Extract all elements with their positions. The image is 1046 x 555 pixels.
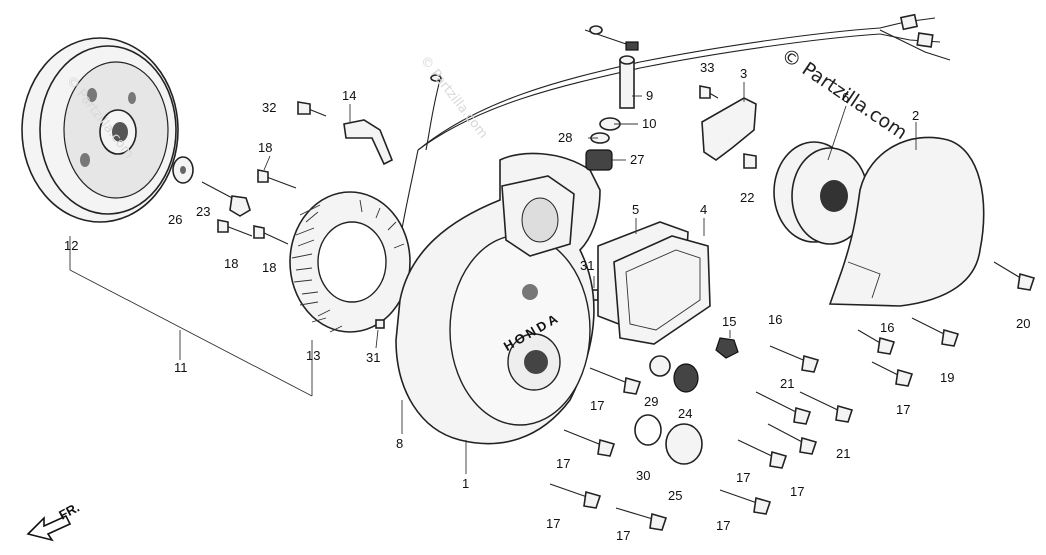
callout-17: 17 <box>616 528 630 543</box>
callout-26: 26 <box>168 212 182 227</box>
callout-21: 21 <box>780 376 794 391</box>
callout-1: 1 <box>462 476 469 491</box>
front-direction-arrow: FR. <box>26 500 82 542</box>
callout-31: 31 <box>580 258 594 273</box>
wire-clamp <box>343 119 394 166</box>
o-ring <box>649 355 671 377</box>
callout-13: 13 <box>306 348 320 363</box>
callout-32: 32 <box>262 100 276 115</box>
callout-18: 18 <box>262 260 276 275</box>
callout-17: 17 <box>736 470 750 485</box>
callout-18: 18 <box>224 256 238 271</box>
bracket <box>701 97 757 161</box>
callout-6: 6 <box>842 90 849 105</box>
callout-9: 9 <box>646 88 653 103</box>
callout-28: 28 <box>558 130 572 145</box>
callout-12: 12 <box>64 238 78 253</box>
callout-23: 23 <box>196 204 210 219</box>
callout-24: 24 <box>678 406 692 421</box>
callout-30: 30 <box>636 468 650 483</box>
o-ring <box>634 414 662 446</box>
shift-collar <box>619 55 635 109</box>
callout-4: 4 <box>700 202 707 217</box>
cover-bolts <box>549 85 1036 531</box>
callout-33: 33 <box>700 60 714 75</box>
callout-17: 17 <box>790 484 804 499</box>
left-crankcase-cover <box>395 152 601 445</box>
callout-22: 22 <box>740 190 754 205</box>
cap <box>665 423 703 465</box>
callout-3: 3 <box>740 66 747 81</box>
leader-lines <box>69 82 917 474</box>
dowel-pin <box>375 319 385 329</box>
callout-29: 29 <box>644 394 658 409</box>
case-cover-small <box>613 235 711 345</box>
callout-17: 17 <box>716 518 730 533</box>
oil-seal <box>585 149 613 171</box>
callout-17: 17 <box>556 456 570 471</box>
callout-27: 27 <box>630 152 644 167</box>
callout-labels: 1 2 3 4 5 6 8 9 10 11 12 13 14 15 16 16 … <box>64 60 1030 543</box>
starter-pulley <box>773 141 869 245</box>
callout-5: 5 <box>632 202 639 217</box>
callout-21: 21 <box>836 446 850 461</box>
callout-14: 14 <box>342 88 356 103</box>
plug <box>673 363 699 393</box>
callout-15: 15 <box>722 314 736 329</box>
callout-20: 20 <box>1016 316 1030 331</box>
callout-31: 31 <box>366 350 380 365</box>
watermark-faint: © Partzilla.com <box>417 53 491 141</box>
callout-16: 16 <box>880 320 894 335</box>
rotor-bolt <box>201 181 251 217</box>
callout-10: 10 <box>642 116 656 131</box>
wire-harness <box>399 13 951 241</box>
callout-18: 18 <box>258 140 272 155</box>
callout-25: 25 <box>668 488 682 503</box>
callout-17: 17 <box>546 516 560 531</box>
clamp-bolt <box>297 101 327 117</box>
callout-17: 17 <box>590 398 604 413</box>
callout-8: 8 <box>396 436 403 451</box>
stator <box>289 191 411 333</box>
callout-19: 19 <box>940 370 954 385</box>
callout-16: 16 <box>768 312 782 327</box>
callout-17: 17 <box>896 402 910 417</box>
callout-11: 11 <box>174 360 188 375</box>
outer-cover <box>828 136 985 307</box>
stator-bolt <box>217 169 297 245</box>
flywheel-rotor <box>21 37 179 223</box>
callout-2: 2 <box>912 108 919 123</box>
